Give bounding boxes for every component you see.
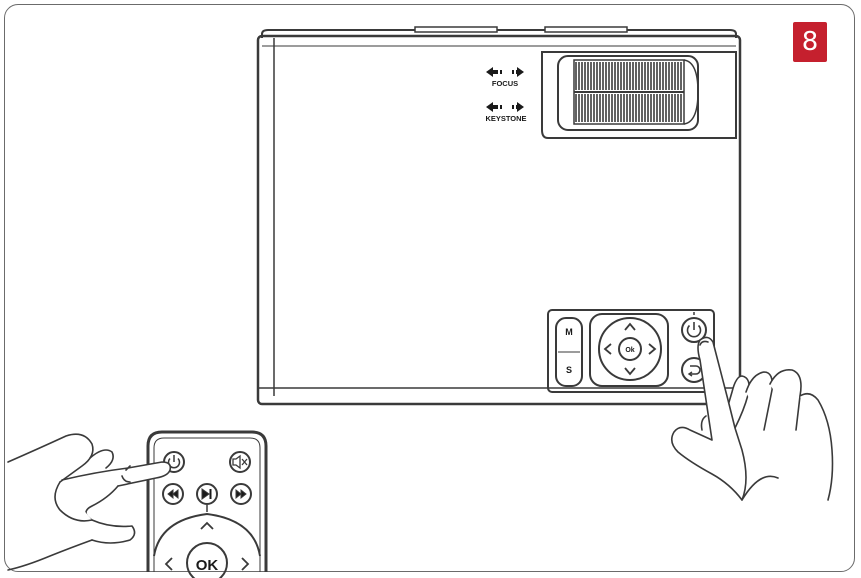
projector [256,26,742,406]
projector-power-button[interactable] [681,312,707,343]
s-button-label: S [566,365,572,375]
remote-play-pause-button[interactable] [196,483,218,512]
keystone-arrows-icon [486,102,524,112]
hand-right-illustration [670,336,834,501]
illustration-frame [4,4,855,572]
keystone-label: KEYSTONE [485,114,526,123]
hand-left-illustration [7,433,172,571]
panel-ok-label: Ok [625,347,634,354]
remote-fast-forward-button[interactable] [230,483,252,505]
focus-arrows-icon [486,67,524,77]
remote-rewind-button[interactable] [162,483,184,505]
projector-dpad[interactable] [589,313,669,387]
step-number-badge: 8 [793,22,827,62]
remote-dpad[interactable] [153,512,261,578]
focus-keystone-wheel[interactable] [541,51,737,139]
focus-label: FOCUS [492,79,518,88]
remote-ok-label: OK [196,557,219,574]
remote-control [146,430,268,572]
m-button-label: M [565,327,573,337]
menu-source-rocker[interactable] [555,317,583,387]
remote-mute-button[interactable] [229,451,251,473]
